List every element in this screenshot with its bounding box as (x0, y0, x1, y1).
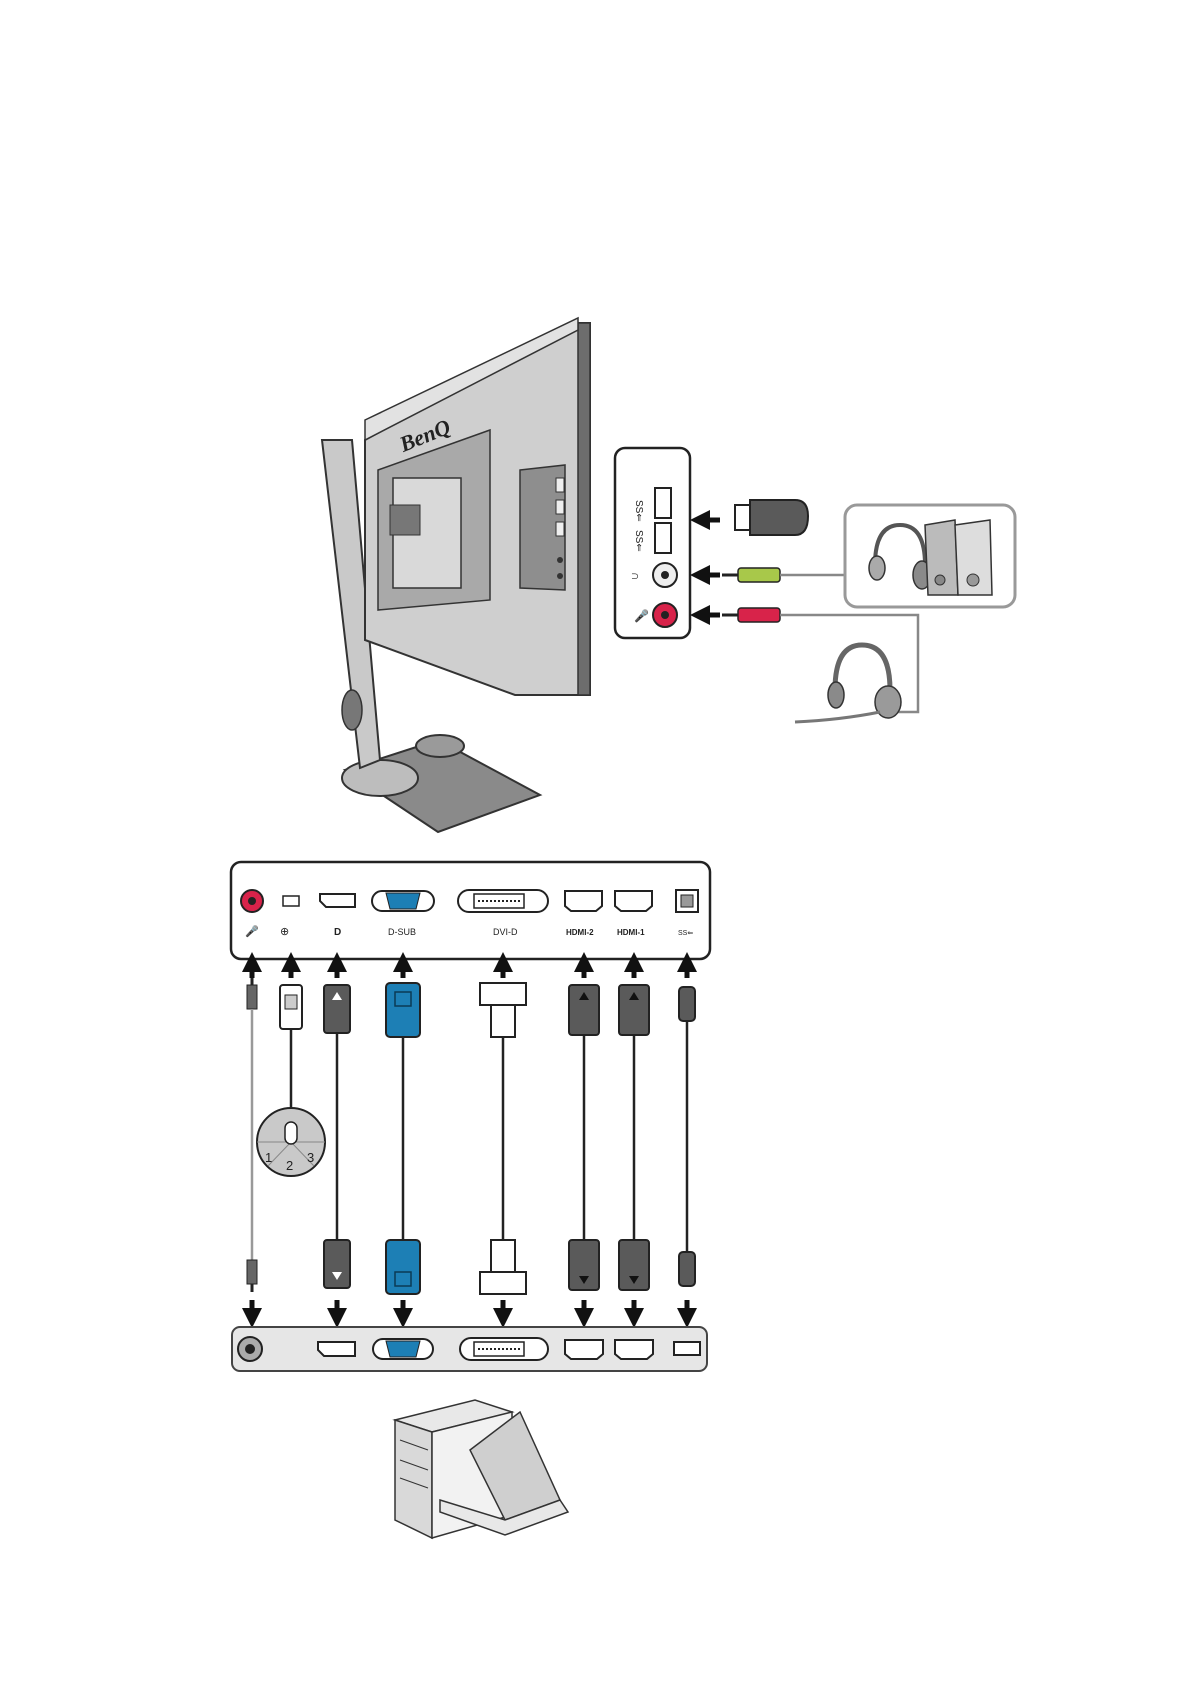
rear-hdmi2-label: HDMI-2 (566, 928, 594, 937)
hdmi1-cable (619, 985, 649, 1290)
side-port-panel: SS⇐ SS⇐ ∩ 🎤 (615, 448, 690, 638)
side-arrows (700, 520, 720, 615)
stand-base-ring (342, 760, 418, 796)
side-usb-port-1[interactable] (655, 488, 671, 518)
controller-digit-3: 3 (307, 1150, 314, 1165)
pc-usb-a-port[interactable] (674, 1342, 700, 1355)
rear-dsub-port[interactable] (372, 891, 434, 911)
osd-controller-puck: 1 2 3 (257, 1108, 325, 1176)
side-usb-port-2[interactable] (655, 523, 671, 553)
rear-dvi-port[interactable] (458, 890, 548, 912)
rear-osd-icon: ⊕ (280, 926, 289, 938)
dvi-cable (480, 983, 526, 1294)
pc-panel-arrows (252, 1300, 687, 1318)
pc-port-panel (232, 1327, 707, 1371)
audio-devices-box (845, 505, 1015, 607)
rear-displayport[interactable] (320, 894, 355, 907)
side-port-label-usb-2: SS⇐ (633, 530, 644, 552)
side-port-label-usb-1: SS⇐ (633, 500, 644, 522)
pc-hdmi-port-1[interactable] (565, 1340, 603, 1359)
dp-cable (324, 985, 350, 1288)
pc-dvi-port[interactable] (460, 1338, 548, 1360)
rear-dsub-label: D-SUB (388, 927, 416, 937)
hdmi2-cable (569, 985, 599, 1290)
pc-hdmi-port-2[interactable] (615, 1340, 653, 1359)
pc-vga-port[interactable] (373, 1339, 433, 1359)
rear-mic-icon: 🎤 (245, 924, 259, 938)
rear-hdmi1-port[interactable] (615, 891, 652, 911)
side-mic-icon: 🎤 (634, 608, 649, 623)
rear-hdmi1-label: HDMI-1 (617, 928, 645, 937)
controller-digit-1: 1 (265, 1150, 272, 1165)
usb-flash-drive-icon (735, 500, 808, 535)
rear-dp-label: D (334, 927, 341, 938)
pc-displayport[interactable] (318, 1342, 355, 1356)
rear-osd-controller-port[interactable] (283, 896, 299, 906)
controller-cable (280, 985, 302, 1110)
audio-cable (247, 978, 257, 1292)
rear-dvi-label: DVI-D (493, 927, 518, 937)
usb-cable (679, 987, 695, 1286)
controller-digit-2: 2 (286, 1158, 293, 1173)
speakers-icon (925, 520, 992, 595)
monitor-rear-illustration: BenQ (322, 318, 590, 832)
rear-port-panel: 🎤 ⊕ D D-SUB DVI-D HDMI-2 HDMI-1 SS⇐ (231, 862, 710, 959)
side-port-label-headphone: ∩ (629, 572, 643, 581)
vga-cable (386, 983, 420, 1294)
rear-hdmi2-port[interactable] (565, 891, 602, 911)
rear-usb-label: SS⇐ (678, 930, 693, 937)
headset-icon (795, 645, 901, 722)
rear-panel-arrows (252, 962, 687, 978)
headphone-plug (722, 568, 848, 582)
